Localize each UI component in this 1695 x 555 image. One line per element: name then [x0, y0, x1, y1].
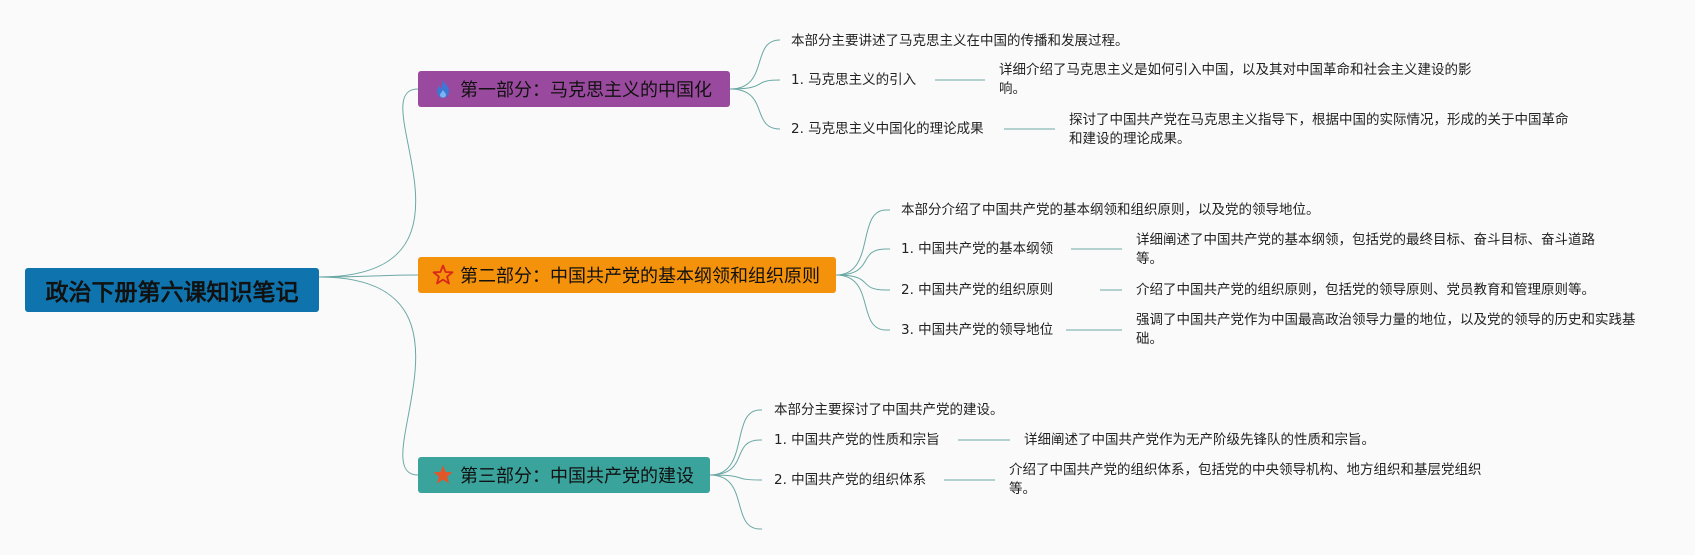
connector-branch-1-child-3 [729, 88, 781, 130]
branch-1-intro: 本部分主要讲述了马克思主义在中国的传播和发展过程。 [791, 33, 1129, 49]
star-outline-icon [432, 264, 454, 286]
branch-2-item-2-detail: 介绍了中国共产党的组织原则，包括党的领导原则、党员教育和管理原则等。 [1136, 282, 1595, 298]
branch-topic-3-label: 第三部分：中国共产党的建设 [460, 466, 694, 487]
branch-2-intro: 本部分介绍了中国共产党的基本纲领和组织原则，以及党的领导地位。 [901, 202, 1320, 218]
root-topic[interactable]: 政治下册第六课知识笔记 [25, 268, 319, 312]
connector-root-branch-3 [318, 276, 419, 476]
branch-2-item-3[interactable]: 3. 中国共产党的领导地位 [901, 322, 1054, 338]
connector-branch-3-child-4 [709, 474, 762, 530]
branch-3-item-1-detail: 详细阐述了中国共产党作为无产阶级先锋队的性质和宗旨。 [1024, 432, 1375, 448]
connector-branch-2-child-1 [835, 209, 890, 276]
branch-3-item-1[interactable]: 1. 中国共产党的性质和宗旨 [774, 432, 940, 448]
branch-3-item-2-detail: 介绍了中国共产党的组织体系，包括党的中央领导机构、地方组织和基层党组织等。 [1009, 462, 1482, 497]
connector-root-branch-2 [318, 274, 419, 278]
connector-branch-3-child-3 [709, 474, 762, 481]
branch-1-item-2[interactable]: 2. 马克思主义中国化的理论成果 [791, 121, 984, 137]
branch-topic-2-label: 第二部分：中国共产党的基本纲领和组织原则 [460, 266, 820, 287]
branch-1-item-1-detail: 详细介绍了马克思主义是如何引入中国，以及其对中国革命和社会主义建设的影响。 [999, 62, 1472, 97]
connector-branch-1-child-2 [729, 79, 781, 90]
connector-root-branch-1 [318, 88, 419, 278]
connector-branch-2-child-3 [835, 274, 890, 291]
branch-topic-1[interactable]: 第一部分：马克思主义的中国化 [418, 71, 730, 107]
connector-branch-2-child-4 [835, 274, 890, 331]
branch-1-item-1[interactable]: 1. 马克思主义的引入 [791, 72, 917, 88]
branch-topic-1-label: 第一部分：马克思主义的中国化 [460, 80, 712, 101]
branch-2-item-2[interactable]: 2. 中国共产党的组织原则 [901, 282, 1054, 298]
connector-branch-2-child-2 [835, 248, 890, 276]
star-filled-icon [432, 464, 454, 486]
branch-2-item-1-detail: 详细阐述了中国共产党的基本纲领，包括党的最终目标、奋斗目标、奋斗道路等。 [1136, 232, 1595, 267]
branch-3-intro: 本部分主要探讨了中国共产党的建设。 [774, 402, 1004, 418]
branch-topic-3[interactable]: 第三部分：中国共产党的建设 [418, 457, 710, 493]
connector-branch-1-child-1 [729, 39, 781, 90]
branch-2-item-3-detail: 强调了中国共产党作为中国最高政治领导力量的地位，以及党的领导的历史和实践基础。 [1136, 312, 1636, 347]
branch-3-item-2[interactable]: 2. 中国共产党的组织体系 [774, 472, 927, 488]
flame-icon [432, 78, 454, 100]
connector-branch-3-child-1 [709, 409, 762, 476]
root-topic-label: 政治下册第六课知识笔记 [45, 280, 299, 306]
connector-branch-3-child-2 [709, 439, 762, 476]
branch-2-item-1[interactable]: 1. 中国共产党的基本纲领 [901, 241, 1054, 257]
branch-topic-2[interactable]: 第二部分：中国共产党的基本纲领和组织原则 [418, 257, 836, 293]
branch-1-item-2-detail: 探讨了中国共产党在马克思主义指导下，根据中国的实际情况，形成的关于中国革命和建设… [1069, 112, 1569, 147]
